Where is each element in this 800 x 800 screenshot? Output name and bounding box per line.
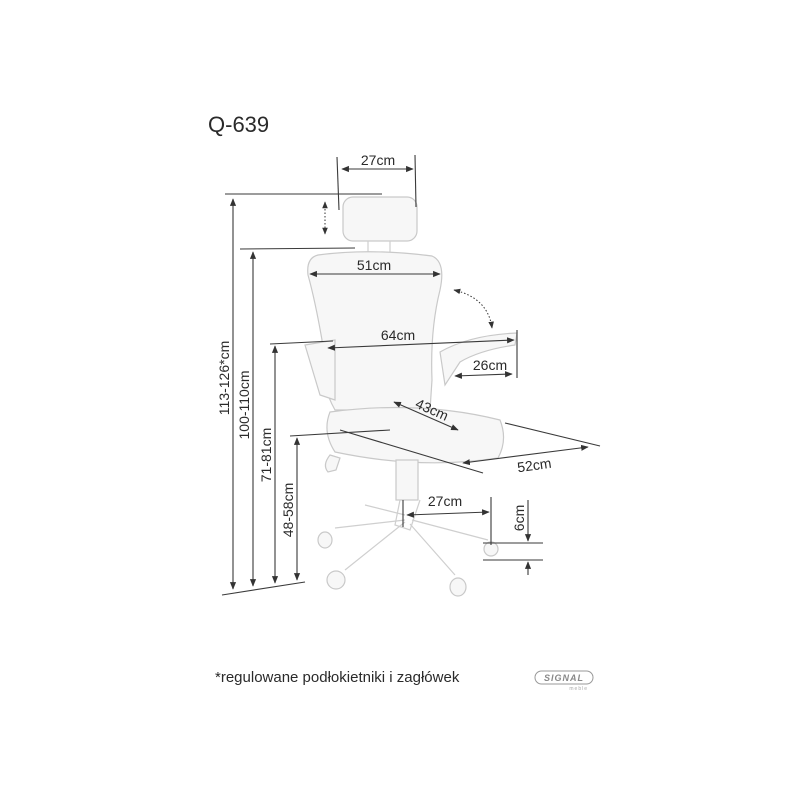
label-caster-height: 6cm: [511, 505, 527, 531]
signal-logo: SIGNAL meble: [534, 670, 594, 692]
label-armrest-length: 26cm: [473, 357, 507, 373]
logo-sub: meble: [569, 686, 588, 692]
lever: [324, 454, 341, 473]
label-armrest-span: 64cm: [381, 327, 415, 343]
chair-illustration: [304, 196, 518, 597]
logo-brand: SIGNAL: [544, 673, 584, 683]
dimension-lines: [221, 154, 601, 596]
label-base-radius: 27cm: [428, 493, 462, 509]
left-armrest: [304, 339, 336, 401]
product-title: Q-639: [208, 112, 269, 137]
label-seat-width: 52cm: [516, 455, 552, 476]
label-headrest-width: 27cm: [361, 152, 395, 168]
label-armrest-height: 71-81cm: [258, 428, 274, 482]
label-seat-height: 48-58cm: [280, 483, 296, 537]
seat: [326, 406, 505, 464]
backrest: [307, 251, 443, 411]
footnote: *regulowane podłokietniki i zagłówek: [215, 669, 460, 686]
dimension-labels: 27cm 51cm 64cm 26cm 43cm 52cm 27cm 6cm 1…: [216, 152, 552, 537]
label-total-height: 113-126*cm: [216, 341, 232, 415]
gas-lift: [395, 459, 419, 501]
headrest: [342, 196, 418, 242]
label-backrest-width: 51cm: [357, 257, 391, 273]
casters: [317, 531, 499, 597]
label-backrest-height: 100-110cm: [236, 370, 252, 439]
